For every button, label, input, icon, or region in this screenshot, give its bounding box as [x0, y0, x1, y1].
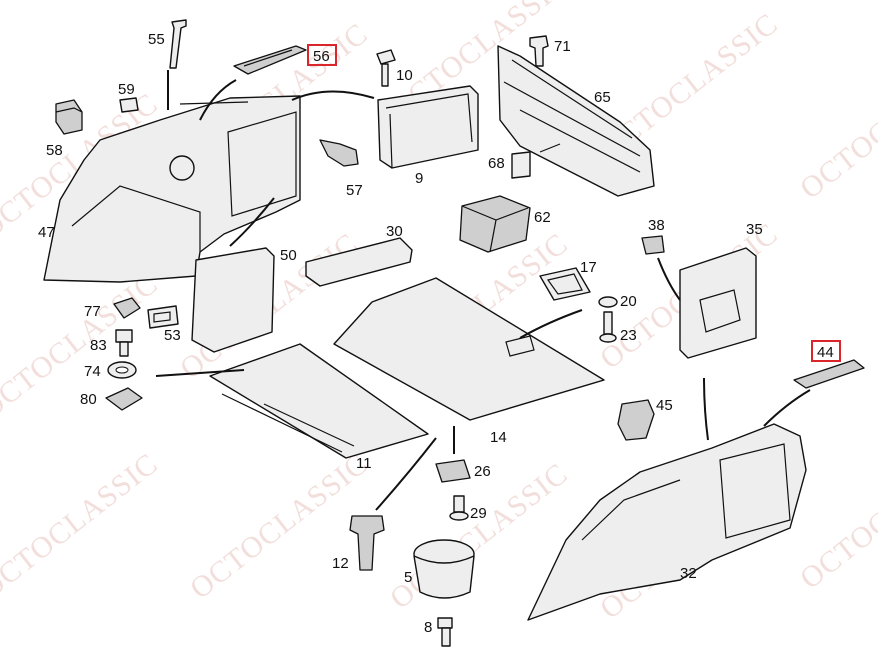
- callout-labels: 55 56 10 71 59 65 58 57 9 68 62 47 30 38…: [38, 31, 841, 636]
- watermark: OCTOCLASSIC: [0, 447, 164, 606]
- part-12-clamp: [349, 515, 385, 571]
- part-55-push-pin: [169, 19, 187, 69]
- callout-80: 80: [80, 391, 97, 408]
- part-83-bolt: [115, 329, 133, 357]
- watermark: OCTOCLASSIC: [794, 47, 878, 206]
- part-59-clip: [119, 97, 139, 113]
- highlight-box-44: [811, 340, 841, 362]
- part-47-side-trim-panel: [43, 95, 301, 283]
- callout-30: 30: [386, 223, 403, 240]
- part-58-bracket: [55, 99, 83, 135]
- part-45-socket: [617, 399, 655, 441]
- part-8-bolt: [437, 617, 453, 647]
- part-71-clip: [529, 35, 549, 67]
- callout-47: 47: [38, 224, 55, 241]
- highlight-box-56: [307, 44, 337, 66]
- callout-9: 9: [415, 170, 423, 187]
- part-68-label: [511, 151, 531, 179]
- part-65-rear-panel: [497, 45, 655, 197]
- part-56-cover-strip: [233, 45, 307, 75]
- part-32-side-trim-panel: [527, 423, 807, 621]
- callout-53: 53: [164, 327, 181, 344]
- part-11-cargo-tray: [209, 343, 429, 459]
- part-80-base: [105, 387, 143, 411]
- callout-8: 8: [424, 619, 432, 636]
- callout-20: 20: [620, 293, 637, 310]
- part-44-cover-strip: [793, 359, 865, 389]
- callout-35: 35: [746, 221, 763, 238]
- callout-12: 12: [332, 555, 349, 572]
- callout-38: 38: [648, 217, 665, 234]
- callout-68: 68: [488, 155, 505, 172]
- watermark: OCTOCLASSIC: [184, 447, 374, 606]
- callout-65: 65: [594, 89, 611, 106]
- callout-11: 11: [356, 455, 372, 472]
- callout-23: 23: [620, 327, 637, 344]
- callout-71: 71: [554, 38, 571, 55]
- part-53-latch: [147, 305, 179, 329]
- part-50-side-liner: [191, 247, 275, 353]
- callout-5: 5: [404, 569, 412, 586]
- part-38-clip: [641, 235, 665, 255]
- callout-32: 32: [680, 565, 697, 582]
- callout-26: 26: [474, 463, 491, 480]
- part-5-cup: [413, 539, 475, 599]
- part-62-first-aid-kit: [459, 195, 531, 253]
- part-29-screw: [449, 495, 469, 521]
- callout-44: 44: [817, 344, 834, 361]
- callout-55: 55: [148, 31, 165, 48]
- part-74-ring: [107, 361, 137, 379]
- callout-45: 45: [656, 397, 673, 414]
- part-9-storage-box: [377, 85, 479, 169]
- part-26-bumper: [435, 459, 471, 483]
- callout-17: 17: [580, 259, 597, 276]
- callout-56: 56: [313, 48, 330, 65]
- callout-29: 29: [470, 505, 487, 522]
- callout-10: 10: [396, 67, 413, 84]
- part-10-bolt: [376, 49, 396, 87]
- part-35-side-panel: [679, 247, 757, 359]
- callout-14: 14: [490, 429, 507, 446]
- callout-57: 57: [346, 182, 363, 199]
- part-17-handle-recess: [539, 267, 591, 301]
- part-20-washer: [598, 296, 618, 308]
- part-23-screw: [599, 311, 617, 343]
- callout-83: 83: [90, 337, 107, 354]
- callout-62: 62: [534, 209, 551, 226]
- part-30-cover: [305, 237, 413, 287]
- watermark: OCTOCLASSIC: [794, 437, 878, 596]
- leader-arrows: [155, 70, 811, 511]
- part-57-pin: [319, 139, 359, 167]
- callout-50: 50: [280, 247, 297, 264]
- callout-58: 58: [46, 142, 63, 159]
- callout-59: 59: [118, 81, 135, 98]
- part-77-clip: [113, 297, 141, 319]
- callout-77: 77: [84, 303, 101, 320]
- callout-74: 74: [84, 363, 101, 380]
